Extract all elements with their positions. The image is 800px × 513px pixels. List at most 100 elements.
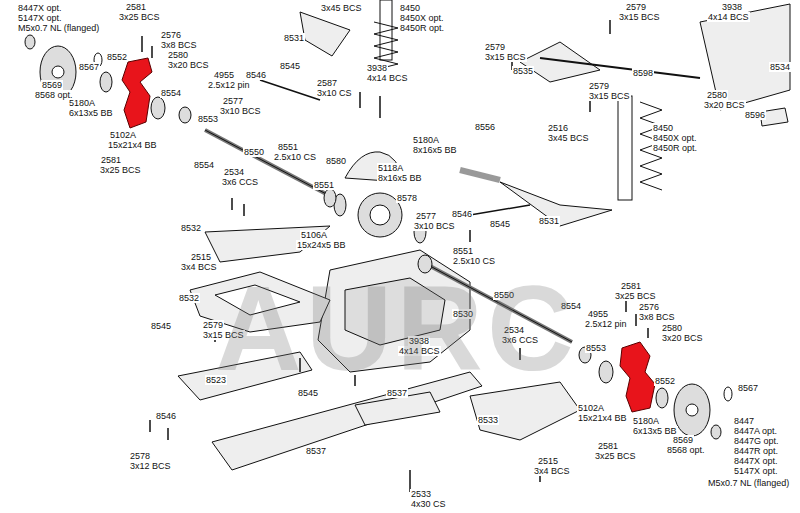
callout-label: 8447G opt.	[733, 436, 780, 446]
part-outline	[540, 58, 700, 78]
part-outline	[635, 314, 637, 326]
callout-label: 3x6 CCS	[221, 177, 259, 187]
part-outline	[179, 107, 191, 123]
callout-label: 8447X opt.	[733, 456, 779, 466]
callout-label: 2.5x10 CS	[273, 152, 317, 162]
upper-arm	[300, 12, 350, 56]
callout-label: 8447A opt.	[733, 426, 778, 436]
callout-label: 3x8 BCS	[160, 40, 198, 50]
callout-label: 3x45 BCS	[547, 133, 590, 143]
callout-label: 5102A	[109, 130, 137, 140]
callout-label: 15x24x5 BB	[296, 240, 347, 250]
part-outline	[122, 58, 152, 128]
callout-label: 8450X opt.	[652, 133, 698, 143]
callout-label: 2581	[620, 281, 642, 291]
part-outline	[647, 328, 649, 338]
callout-label: 8545	[279, 61, 301, 71]
part-outline	[656, 388, 668, 408]
callout-label: 3x20 BCS	[703, 100, 746, 110]
callout-label: 3x10 BCS	[219, 106, 262, 116]
callout-label: 4955	[213, 70, 235, 80]
callout-label: 8537	[386, 388, 408, 398]
callout-label: 2581	[597, 441, 619, 451]
callout-label: 8537	[305, 446, 327, 456]
callout-label: 8567	[78, 62, 100, 72]
callout-label: 2580	[706, 90, 728, 100]
callout-label: 2576	[638, 302, 660, 312]
part-outline	[151, 97, 165, 119]
callout-label: 3x15 BCS	[618, 12, 661, 22]
callout-label: 3x25 BCS	[614, 291, 657, 301]
part-outline	[231, 198, 233, 210]
callout-label: 8569	[672, 435, 694, 445]
part-outline	[243, 204, 245, 216]
upper-arm-right	[500, 182, 612, 226]
callout-label: 4x14 BCS	[366, 73, 409, 83]
part-outline	[589, 100, 591, 112]
part-outline	[359, 92, 361, 108]
callout-label: 2580	[167, 50, 189, 60]
part-outline	[460, 170, 500, 180]
round-parts	[25, 35, 732, 439]
part-outline	[151, 46, 153, 58]
part-outline	[370, 205, 390, 225]
part-outline	[599, 361, 613, 383]
callout-label: 8545	[297, 388, 319, 398]
callout-label: 15x21x4 BB	[107, 140, 158, 150]
callout-label: 8552	[654, 376, 676, 386]
callout-label: 2579	[625, 2, 647, 12]
callout-label: 8546	[451, 209, 473, 219]
part-outline	[100, 72, 112, 92]
callout-label: 8533	[477, 415, 499, 425]
steering-blocks	[122, 58, 655, 412]
callout-label: 3938	[366, 63, 388, 73]
callout-label: 2579	[484, 42, 506, 52]
callout-label: 2534	[223, 167, 245, 177]
shocks	[374, 0, 662, 200]
callout-label: 2580	[661, 323, 683, 333]
callout-label: 8535	[512, 66, 534, 76]
callout-label: 8580	[325, 156, 347, 166]
part-outline	[609, 20, 611, 34]
callout-label: 2.5x12 pin	[207, 80, 251, 90]
callout-label: 2581	[100, 155, 122, 165]
callout-label: 2576	[160, 30, 182, 40]
part-outline	[52, 66, 64, 78]
shock-tower	[700, 4, 790, 110]
part-outline	[149, 420, 151, 432]
part-outline	[469, 230, 471, 242]
part-outline	[141, 36, 143, 52]
callout-label: 2.5x12 pin	[584, 319, 628, 329]
part-outline	[205, 130, 330, 196]
callout-label: 3x4 BCS	[533, 466, 571, 476]
callout-label: 3x15 BCS	[484, 52, 527, 62]
a-arm	[520, 42, 600, 82]
callout-label: M5x0.7 NL (flanged)	[707, 478, 790, 488]
callout-label: 2515	[537, 456, 559, 466]
callout-label: 8545	[489, 219, 511, 229]
part-outline	[205, 130, 330, 196]
callout-label: 5180A	[632, 416, 660, 426]
screws	[142, 20, 648, 492]
callout-label: 4955	[587, 309, 609, 319]
callout-label: 4x14 BCS	[707, 12, 750, 22]
part-outline	[618, 96, 632, 200]
callout-label: 2516	[547, 123, 569, 133]
callout-label: 8450	[399, 3, 421, 13]
lower-arm-right	[470, 382, 580, 440]
callout-label: 8567	[737, 383, 759, 393]
callout-label: 3938	[721, 2, 743, 12]
part-outline	[25, 35, 35, 49]
callout-label: 3x8 BCS	[638, 312, 676, 322]
callout-label: 3x4 BCS	[180, 262, 218, 272]
callout-label: 2577	[415, 211, 437, 221]
callout-label: 8551	[452, 246, 474, 256]
part-outline	[674, 384, 710, 436]
callout-label: 5147X opt.	[733, 466, 779, 476]
callout-label: 2579	[588, 81, 610, 91]
callout-label: 3x10 BCS	[413, 221, 456, 231]
callout-label: 8553	[585, 343, 607, 353]
callout-label: 3x12 BCS	[129, 461, 172, 471]
